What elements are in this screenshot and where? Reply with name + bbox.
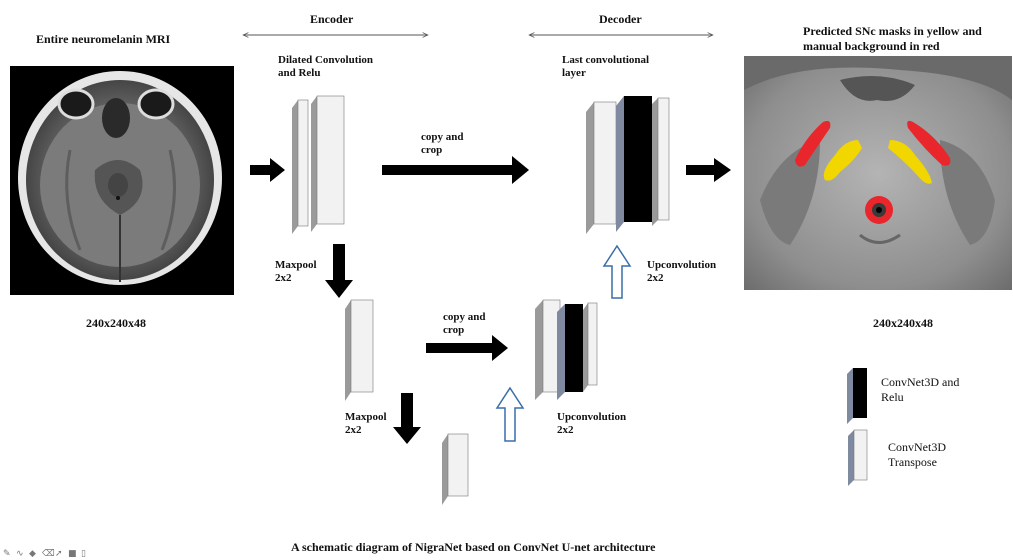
dilated-conv-label: Dilated Convolution and Relu [278, 54, 373, 80]
copy-crop-top-arrow [382, 156, 529, 184]
mid-encoder-layer [345, 299, 374, 401]
encoder-label: Encoder [310, 12, 354, 26]
maxpool1-arrow [325, 244, 353, 298]
output-dims: 240x240x48 [873, 316, 933, 330]
input-mri-image [10, 66, 234, 295]
legend-conv-relu-swatch [847, 368, 867, 424]
output-title-line2: manual background in red [803, 39, 940, 53]
upconv-mid-line2: 2x2 [557, 424, 574, 436]
red-mask-right [907, 120, 951, 166]
legend-conv-transpose-swatch [848, 429, 868, 486]
last-conv-line2: layer [562, 67, 586, 79]
maxpool1-line2: 2x2 [275, 272, 292, 284]
dilated-conv-line1: Dilated Convolution [278, 54, 374, 66]
maxpool1-line1: Maxpool [275, 259, 317, 271]
copy-crop-top-line2: crop [421, 144, 443, 156]
copy-crop-mid-arrow [426, 335, 508, 361]
input-arrow [250, 158, 285, 182]
upconv-top-line2: 2x2 [647, 272, 664, 284]
upconv-top-line1: Upconvolution [647, 259, 717, 271]
maxpool2-label: Maxpool 2x2 [345, 411, 387, 437]
caption: A schematic diagram of NigraNet based on… [291, 540, 656, 554]
output-arrow [686, 158, 731, 182]
upconv-top-arrow [602, 244, 632, 299]
maxpool1-label: Maxpool 2x2 [275, 259, 317, 285]
copy-crop-top-line1: copy and [421, 131, 464, 143]
copy-crop-top-label: copy and crop [421, 131, 464, 157]
output-title: Predicted SNc masks in yellow and manual… [803, 24, 982, 54]
copy-crop-mid-line1: copy and [443, 311, 486, 323]
decoder-label: Decoder [599, 12, 642, 26]
yellow-mask-left [823, 140, 862, 181]
output-mask-image [744, 56, 1012, 290]
output-title-line1: Predicted SNc masks in yellow and [803, 24, 982, 38]
maxpool2-arrow [393, 393, 421, 444]
legend-conv-transpose-line2: Transpose [888, 455, 937, 469]
yellow-mask-right [888, 140, 932, 184]
upconv-mid-line1: Upconvolution [557, 411, 627, 423]
last-conv-label: Last convolutional layer [562, 54, 649, 80]
bottom-layer [442, 433, 469, 505]
maxpool2-line2: 2x2 [345, 424, 362, 436]
maxpool2-line1: Maxpool [345, 411, 387, 423]
upconv-mid-arrow [495, 386, 525, 442]
upconv-top-label: Upconvolution 2x2 [647, 259, 716, 285]
legend-conv-transpose-label: ConvNet3D Transpose [888, 440, 946, 470]
legend-conv-transpose-line1: ConvNet3D [888, 440, 946, 454]
legend-conv-relu-line2: Relu [881, 390, 904, 404]
legend-conv-relu-label: ConvNet3D and Relu [881, 375, 959, 405]
copy-crop-mid-label: copy and crop [443, 311, 486, 337]
decoder-mid-layer-block [535, 299, 598, 400]
last-conv-line1: Last convolutional [562, 54, 650, 66]
input-title: Entire neuromelanin MRI [36, 32, 171, 46]
upconv-mid-label: Upconvolution 2x2 [557, 411, 626, 437]
copy-crop-mid-line2: crop [443, 324, 465, 336]
encoder-layer-block [292, 95, 345, 234]
input-dims: 240x240x48 [86, 316, 146, 330]
decoder-top-layer-block [586, 96, 670, 234]
legend-conv-relu-line1: ConvNet3D and [881, 375, 960, 389]
red-mask-left [795, 120, 831, 167]
dilated-conv-line2: and Relu [278, 67, 321, 79]
